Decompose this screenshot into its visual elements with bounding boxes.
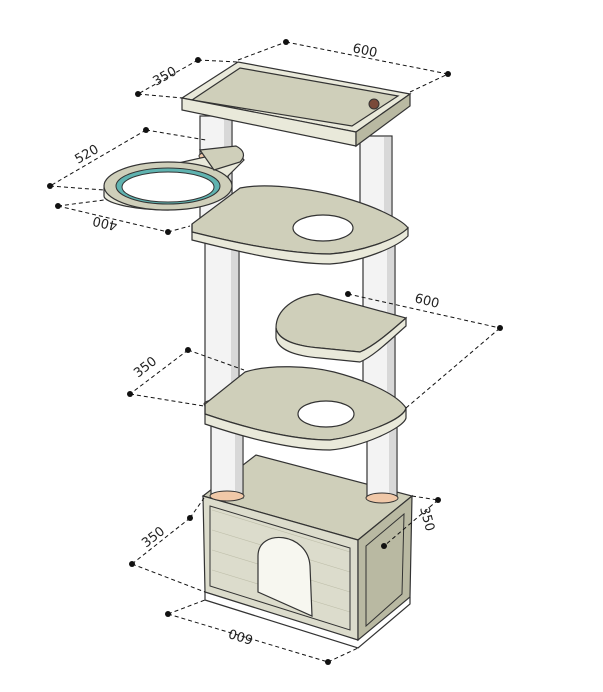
lower-shelf-hole [297,400,355,428]
base-box [201,454,414,649]
dim-top-shelf-width: 600 [351,41,378,61]
dim-base-box-width: 600 [227,625,255,647]
dim-bowl-platform-width: 400 [91,213,119,233]
lower-shelf [204,366,407,451]
top-shelf [180,61,412,148]
upper-shelf [191,185,409,265]
dim-middle-shelf-depth: 350 [131,354,160,381]
top-shelf-knob [368,98,380,110]
dim-base-box-height: 350 [139,524,168,551]
base-box-door [257,536,313,617]
middle-shelf [275,293,408,363]
dim-base-box-depth: 350 [416,505,437,533]
upper-shelf-hole [292,214,354,242]
dimension-lines [47,39,503,665]
dim-top-shelf-depth: 350 [151,64,180,89]
dim-bowl-platform-depth: 520 [73,142,102,167]
dim-middle-shelf-width: 600 [413,291,441,312]
bowl-platform [103,145,245,211]
bowl-opening [121,171,215,203]
